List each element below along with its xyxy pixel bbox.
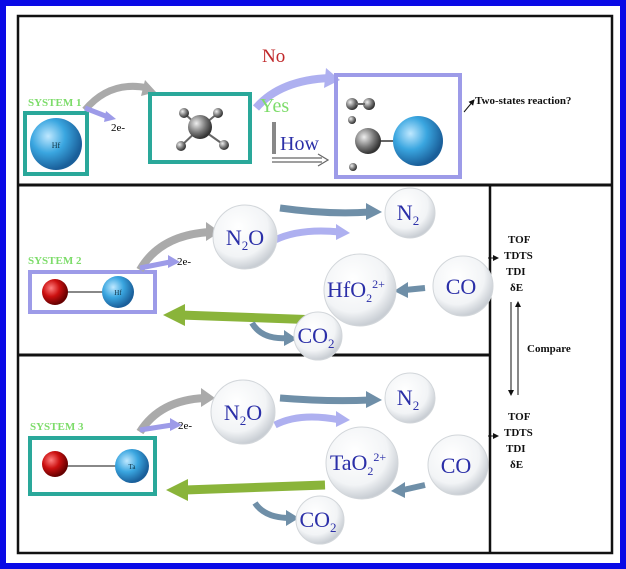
metric-delta-e: δE xyxy=(510,459,523,471)
electrons-label: 2e- xyxy=(111,122,125,134)
system3-panel: SYSTEM 3 Ta 2e- N2O N2 TaO22+ CO CO2 xyxy=(28,372,489,545)
metric-tdi: TDI xyxy=(506,266,526,278)
metal-label: Ta xyxy=(129,463,137,471)
electrons-label: 2e- xyxy=(178,420,192,432)
intermediate-box xyxy=(148,92,252,164)
metal-label: Hf xyxy=(114,289,122,297)
metric-tdts: TDTS xyxy=(504,250,533,262)
no-arrow xyxy=(252,74,331,111)
gray-arrow xyxy=(82,82,149,113)
metric-delta-e: δE xyxy=(510,282,523,294)
svg-text:N2O: N2O xyxy=(224,400,262,428)
svg-text:CO2: CO2 xyxy=(299,507,336,535)
metric-tdi: TDI xyxy=(506,443,526,455)
system3-label: SYSTEM 3 xyxy=(30,421,84,433)
how-arrow xyxy=(272,153,330,167)
co-bubble: CO xyxy=(432,255,494,317)
svg-text:TaO22+: TaO22+ xyxy=(330,450,387,478)
metric-tof: TOF xyxy=(508,411,531,423)
n2o-bubble: N2O xyxy=(212,204,278,270)
metal-label: Hf xyxy=(52,141,61,150)
inner-frame xyxy=(16,14,614,555)
how-label: How xyxy=(280,133,319,155)
yes-label: Yes xyxy=(260,95,289,117)
oxide-bubble: TaO22+ xyxy=(325,426,399,500)
ta-atom xyxy=(115,449,149,483)
mo-box xyxy=(28,270,157,314)
return-arrow xyxy=(184,480,326,495)
comparison-column: TOF TDTS TDI δE Compare TOF TDTS TDI δE xyxy=(488,234,571,471)
hf-atom xyxy=(30,118,82,170)
n2-bubble: N2 xyxy=(384,187,436,239)
oxide-bubble: HfO22+ xyxy=(323,253,397,327)
co2-bubble: CO2 xyxy=(293,311,343,361)
svg-text:N2O: N2O xyxy=(226,225,264,253)
oxygen-atom xyxy=(42,279,68,305)
return-arrow xyxy=(179,310,321,325)
two-states-question: Two-states reaction? xyxy=(475,95,571,107)
system1-label: SYSTEM 1 xyxy=(28,97,82,109)
svg-text:CO: CO xyxy=(441,453,472,478)
no-label: No xyxy=(262,46,285,67)
mo-box xyxy=(28,436,157,496)
svg-text:HfO22+: HfO22+ xyxy=(327,277,385,305)
ch4-molecule xyxy=(176,108,229,151)
hf-atom xyxy=(102,276,134,308)
svg-text:CO2: CO2 xyxy=(297,323,334,351)
n2-bubble: N2 xyxy=(384,372,436,424)
co2-bubble: CO2 xyxy=(295,495,345,545)
metric-tof: TOF xyxy=(508,234,531,246)
compare-label: Compare xyxy=(527,343,571,355)
system1-panel: SYSTEM 1 Hf 2e- No Yes How xyxy=(23,46,571,179)
co-bubble: CO xyxy=(427,434,489,496)
n2o-bubble: N2O xyxy=(210,379,276,445)
svg-text:N2: N2 xyxy=(397,200,419,228)
hf-ch2-h2-molecule xyxy=(346,98,443,171)
oxygen-atom xyxy=(42,451,68,477)
svg-text:CO: CO xyxy=(446,274,477,299)
system2-label: SYSTEM 2 xyxy=(28,255,82,267)
pencil-icon xyxy=(272,122,276,154)
product-box xyxy=(334,73,462,179)
hf-box xyxy=(23,111,89,176)
metric-tdts: TDTS xyxy=(504,427,533,439)
electrons-label: 2e- xyxy=(177,256,191,268)
system2-panel: SYSTEM 2 Hf 2e- N2O N2 HfO22+ CO CO2 xyxy=(28,187,494,361)
svg-text:N2: N2 xyxy=(397,385,419,413)
